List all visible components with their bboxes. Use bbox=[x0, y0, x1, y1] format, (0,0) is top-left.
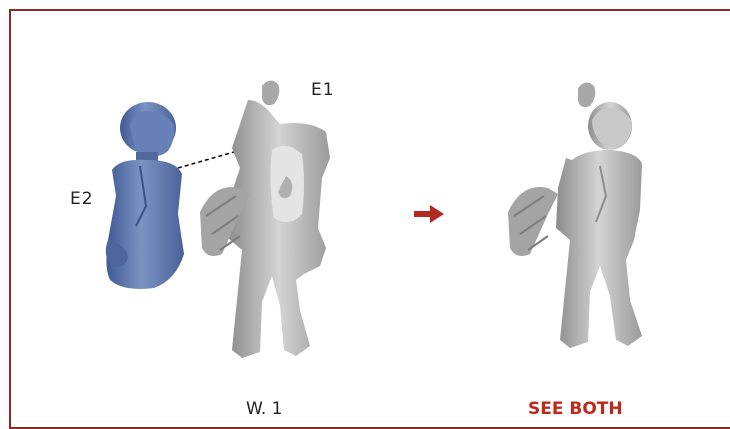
assembled-figure bbox=[508, 82, 642, 348]
part-label-e1: E1 bbox=[311, 80, 335, 100]
bottom-left-caption: W. 1 bbox=[246, 399, 282, 419]
part-label-e2: E2 bbox=[70, 189, 94, 209]
bottom-right-caption: SEE BOTH bbox=[528, 399, 623, 419]
body-part-e1 bbox=[200, 80, 330, 358]
torso-part-e2 bbox=[106, 102, 184, 289]
right-arrow-icon bbox=[414, 205, 444, 223]
assembly-illustration bbox=[0, 0, 730, 412]
